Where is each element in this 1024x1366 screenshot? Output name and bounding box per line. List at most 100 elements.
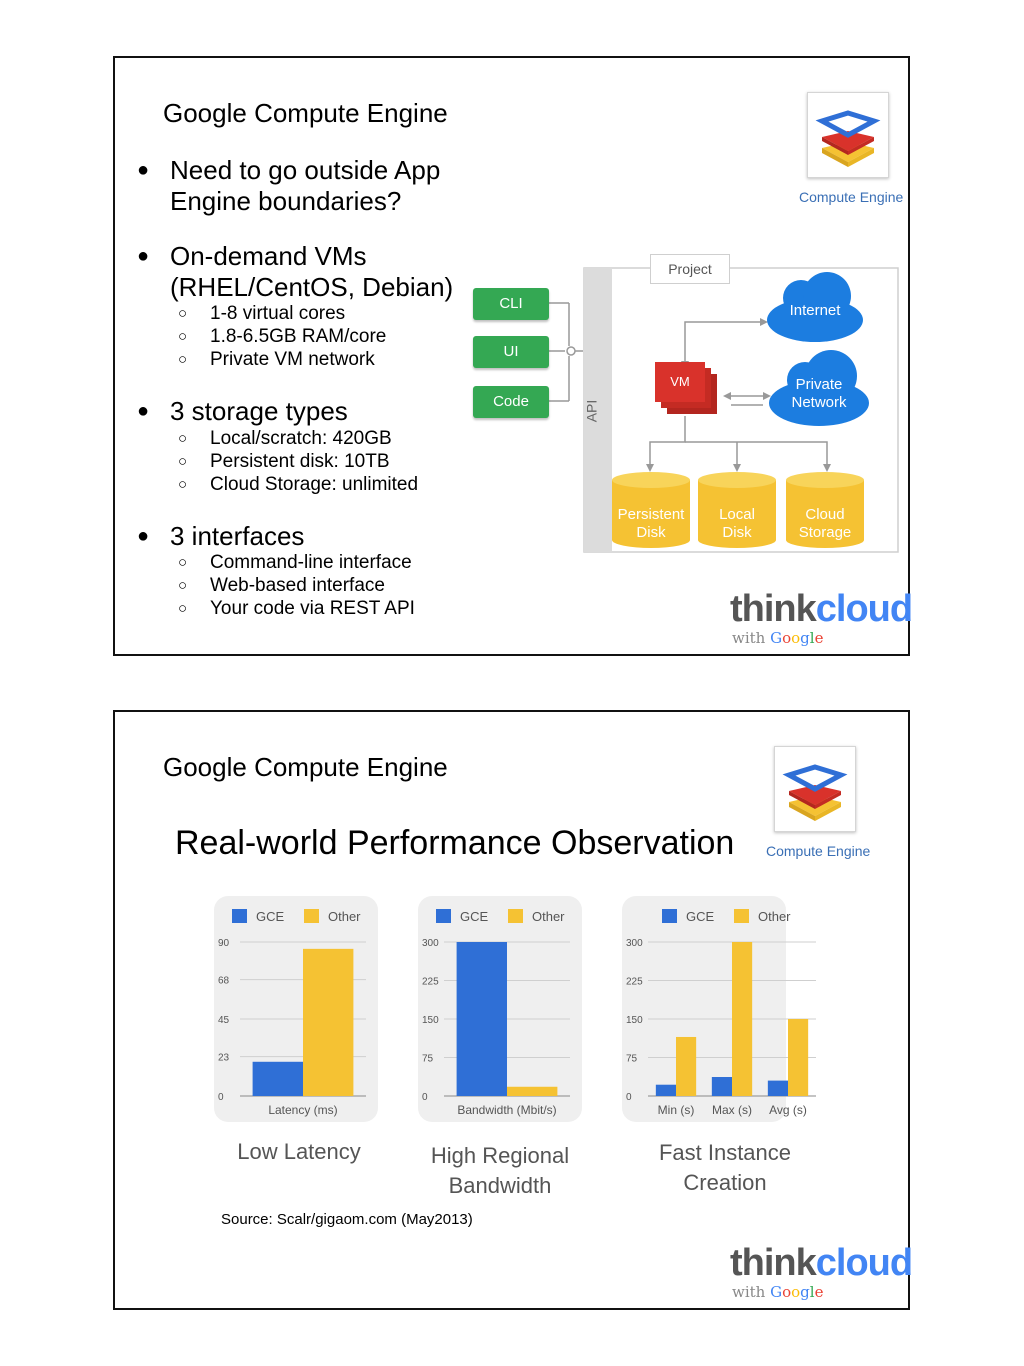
persistent-disk-cylinder [612, 472, 690, 548]
arrow-head-icon [763, 392, 771, 400]
private-network-label: Private Network [769, 376, 869, 412]
sub-bullet-text: Web-based interface [210, 575, 385, 596]
bar-gce [456, 942, 507, 1096]
sub-bullet-item: ○ Your code via REST API [178, 597, 415, 620]
arrow-head-icon [733, 464, 741, 472]
compute-engine-layers-icon [815, 110, 881, 167]
logo-cloud: cloud [815, 588, 913, 630]
ring-bullet-icon: ○ [178, 554, 188, 571]
logo-google: Google [770, 1283, 824, 1301]
logo-with: with [732, 1283, 766, 1301]
y-tick-label: 45 [218, 1015, 230, 1026]
compute-engine-icon [807, 92, 889, 178]
sub-bullet-item: ○Private VM network [178, 348, 386, 371]
bar-other [732, 942, 753, 1096]
junction-icon [566, 346, 576, 356]
ring-bullet-icon: ○ [178, 476, 188, 493]
bullet-line: Need to go outside App [170, 155, 441, 185]
x-tick-label: Max (s) [712, 1103, 752, 1117]
ring-bullet-icon: ○ [178, 430, 188, 447]
sub-bullet-list: ○Local/scratch: 420GB ○Persistent disk: … [178, 427, 418, 496]
bar-gce [711, 1077, 732, 1096]
chart-caption: High Regional Bandwidth [430, 1143, 570, 1198]
bullet-dot-icon: ● [137, 400, 150, 422]
ring-bullet-icon: ○ [178, 600, 188, 617]
slide-heading: Google Compute Engine [163, 98, 448, 128]
ring-bullet-icon: ○ [178, 577, 188, 594]
internet-cloud-icon [767, 272, 863, 342]
legend-label: GCE [686, 909, 715, 924]
arrow-head-icon [723, 392, 731, 400]
sub-bullet-text: Private VM network [210, 349, 375, 370]
y-tick-label: 150 [626, 1015, 643, 1026]
sub-bullet-text: Command-line interface [210, 552, 412, 573]
legend-swatch [304, 909, 319, 923]
internet-label: Internet [789, 302, 841, 319]
bar-gce [767, 1080, 788, 1096]
cloud-storage-label: Cloud Storage [786, 506, 864, 542]
bar-gce [252, 1061, 303, 1096]
with-google-logo: with Google [732, 629, 823, 647]
compute-engine-layers-icon [782, 764, 848, 821]
bar-other [676, 1036, 697, 1096]
code-button[interactable]: Code [473, 386, 549, 418]
y-tick-label: 75 [422, 1054, 434, 1065]
label-line: Storage [798, 524, 852, 541]
label-line: Private [795, 376, 843, 393]
label-line: Disk [636, 524, 666, 541]
bullet-item: ● On-demand VMs (RHEL/CentOS, Debian) [137, 241, 454, 303]
y-tick-label: 68 [218, 976, 230, 987]
chart-caption: Fast Instance Creation [658, 1140, 792, 1195]
label-line: Persistent [617, 506, 685, 523]
sub-bullet-item: ○Persistent disk: 10TB [178, 450, 418, 473]
legend-swatch [436, 909, 451, 923]
slide-subheading: Real-world Performance Observation [175, 824, 735, 862]
y-tick-label: 23 [218, 1053, 230, 1064]
y-tick-label: 225 [626, 977, 643, 988]
cloud-storage-cylinder [786, 472, 864, 548]
legend-label: Other [532, 909, 565, 924]
bullet-item: ● 3 interfaces [137, 521, 305, 552]
bullet-line: On-demand VMs [170, 241, 367, 271]
with-google-logo: with Google [732, 1283, 823, 1301]
bullet-dot-icon: ● [137, 159, 150, 181]
bullet-item: ● 3 storage types [137, 396, 348, 427]
chart-caption: Low Latency [237, 1139, 361, 1164]
label-line: Local [719, 506, 755, 523]
bar-other [507, 1086, 558, 1096]
sub-bullet-list: ○ Command-line interface ○ Web-based inter… [178, 551, 415, 620]
bullet-item: ● Need to go outside App Engine boundari… [137, 155, 441, 217]
bar-gce [655, 1084, 676, 1096]
logo-google: Google [770, 629, 824, 647]
sub-bullet-item: ○ Web-based interface [178, 574, 415, 597]
label-line: Disk [722, 524, 752, 541]
logo-cloud: cloud [815, 1242, 913, 1284]
bullet-line: (RHEL/CentOS, Debian) [170, 272, 454, 302]
y-tick-label: 300 [626, 938, 643, 949]
local-disk-cylinder [698, 472, 776, 548]
logo-think: think [730, 1242, 817, 1284]
bullet-line: 3 interfaces [170, 521, 305, 551]
ui-button[interactable]: UI [473, 336, 549, 368]
thinkcloud-logo: thinkcloud [730, 588, 913, 631]
arrow-head-icon [760, 318, 768, 326]
logo-with: with [732, 629, 766, 647]
bullet-line: Engine boundaries? [170, 186, 402, 216]
legend-swatch [508, 909, 523, 923]
vm-label: VM [670, 374, 690, 389]
arrow-head-icon [646, 464, 654, 472]
bullet-line: 3 storage types [170, 396, 348, 426]
y-tick-label: 0 [422, 1092, 428, 1103]
sub-bullet-text: Your code via REST API [210, 598, 415, 619]
y-tick-label: 150 [422, 1015, 439, 1026]
x-tick-label: Min (s) [658, 1103, 695, 1117]
bar-other [303, 948, 354, 1096]
ring-bullet-icon: ○ [178, 328, 188, 345]
cli-button[interactable]: CLI [473, 288, 549, 320]
y-tick-label: 75 [626, 1054, 638, 1065]
vm-box [655, 362, 705, 402]
